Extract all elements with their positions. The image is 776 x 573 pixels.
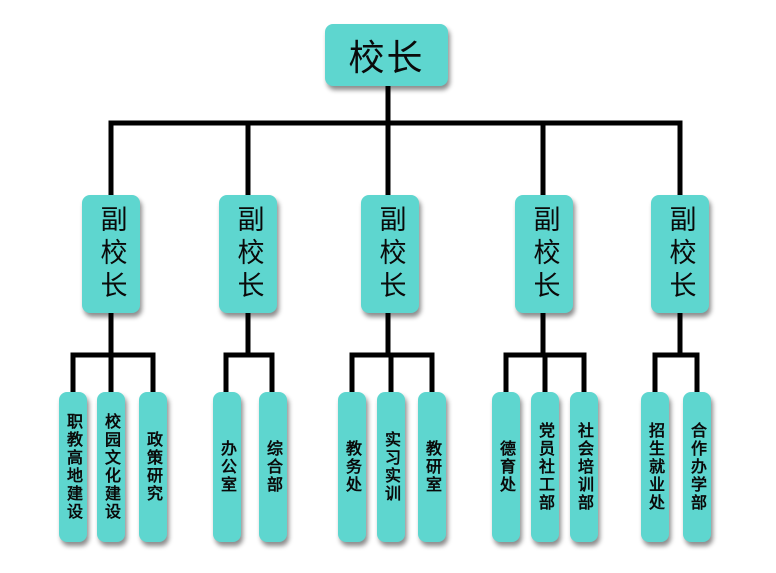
- unit-node[interactable]: 德育处: [492, 392, 520, 542]
- unit-node[interactable]: 职教高地建设: [59, 392, 87, 542]
- unit-node[interactable]: 合作办学部: [683, 392, 711, 542]
- principal-node[interactable]: 校长: [325, 24, 448, 86]
- unit-label: 教研室: [423, 440, 442, 494]
- unit-node[interactable]: 招生就业处: [641, 392, 669, 542]
- unit-node[interactable]: 党员社工部: [531, 392, 559, 542]
- unit-node[interactable]: 办公室: [213, 392, 241, 542]
- unit-label: 校园文化建设: [102, 413, 121, 521]
- unit-node[interactable]: 实习实训: [377, 392, 405, 542]
- unit-label: 社会培训部: [575, 422, 594, 512]
- vice-principal-node-5[interactable]: 副校长: [651, 195, 709, 313]
- unit-label: 招生就业处: [646, 422, 665, 512]
- vice-principal-node-3[interactable]: 副校长: [361, 195, 419, 313]
- unit-label: 党员社工部: [536, 422, 555, 512]
- unit-node[interactable]: 综合部: [259, 392, 287, 542]
- unit-label: 实习实训: [382, 431, 401, 503]
- vice-principal-label: 副校长: [664, 204, 696, 304]
- unit-label: 办公室: [218, 440, 237, 494]
- vice-principal-label: 副校长: [528, 204, 560, 304]
- unit-label: 合作办学部: [688, 422, 707, 512]
- vice-principal-label: 副校长: [232, 204, 264, 304]
- unit-label: 德育处: [497, 440, 516, 494]
- vice-principal-node-2[interactable]: 副校长: [219, 195, 277, 313]
- unit-node[interactable]: 教务处: [338, 392, 366, 542]
- unit-label: 综合部: [264, 440, 283, 494]
- unit-node[interactable]: 教研室: [418, 392, 446, 542]
- unit-node[interactable]: 社会培训部: [570, 392, 598, 542]
- vice-principal-label: 副校长: [95, 204, 127, 304]
- unit-label: 职教高地建设: [64, 413, 83, 521]
- vice-principal-node-4[interactable]: 副校长: [515, 195, 573, 313]
- unit-node[interactable]: 校园文化建设: [97, 392, 125, 542]
- vice-principal-node-1[interactable]: 副校长: [82, 195, 140, 313]
- unit-node[interactable]: 政策研究: [139, 392, 167, 542]
- principal-label: 校长: [348, 38, 425, 79]
- unit-label: 政策研究: [144, 431, 163, 503]
- unit-label: 教务处: [343, 440, 362, 494]
- vice-principal-label: 副校长: [374, 204, 406, 304]
